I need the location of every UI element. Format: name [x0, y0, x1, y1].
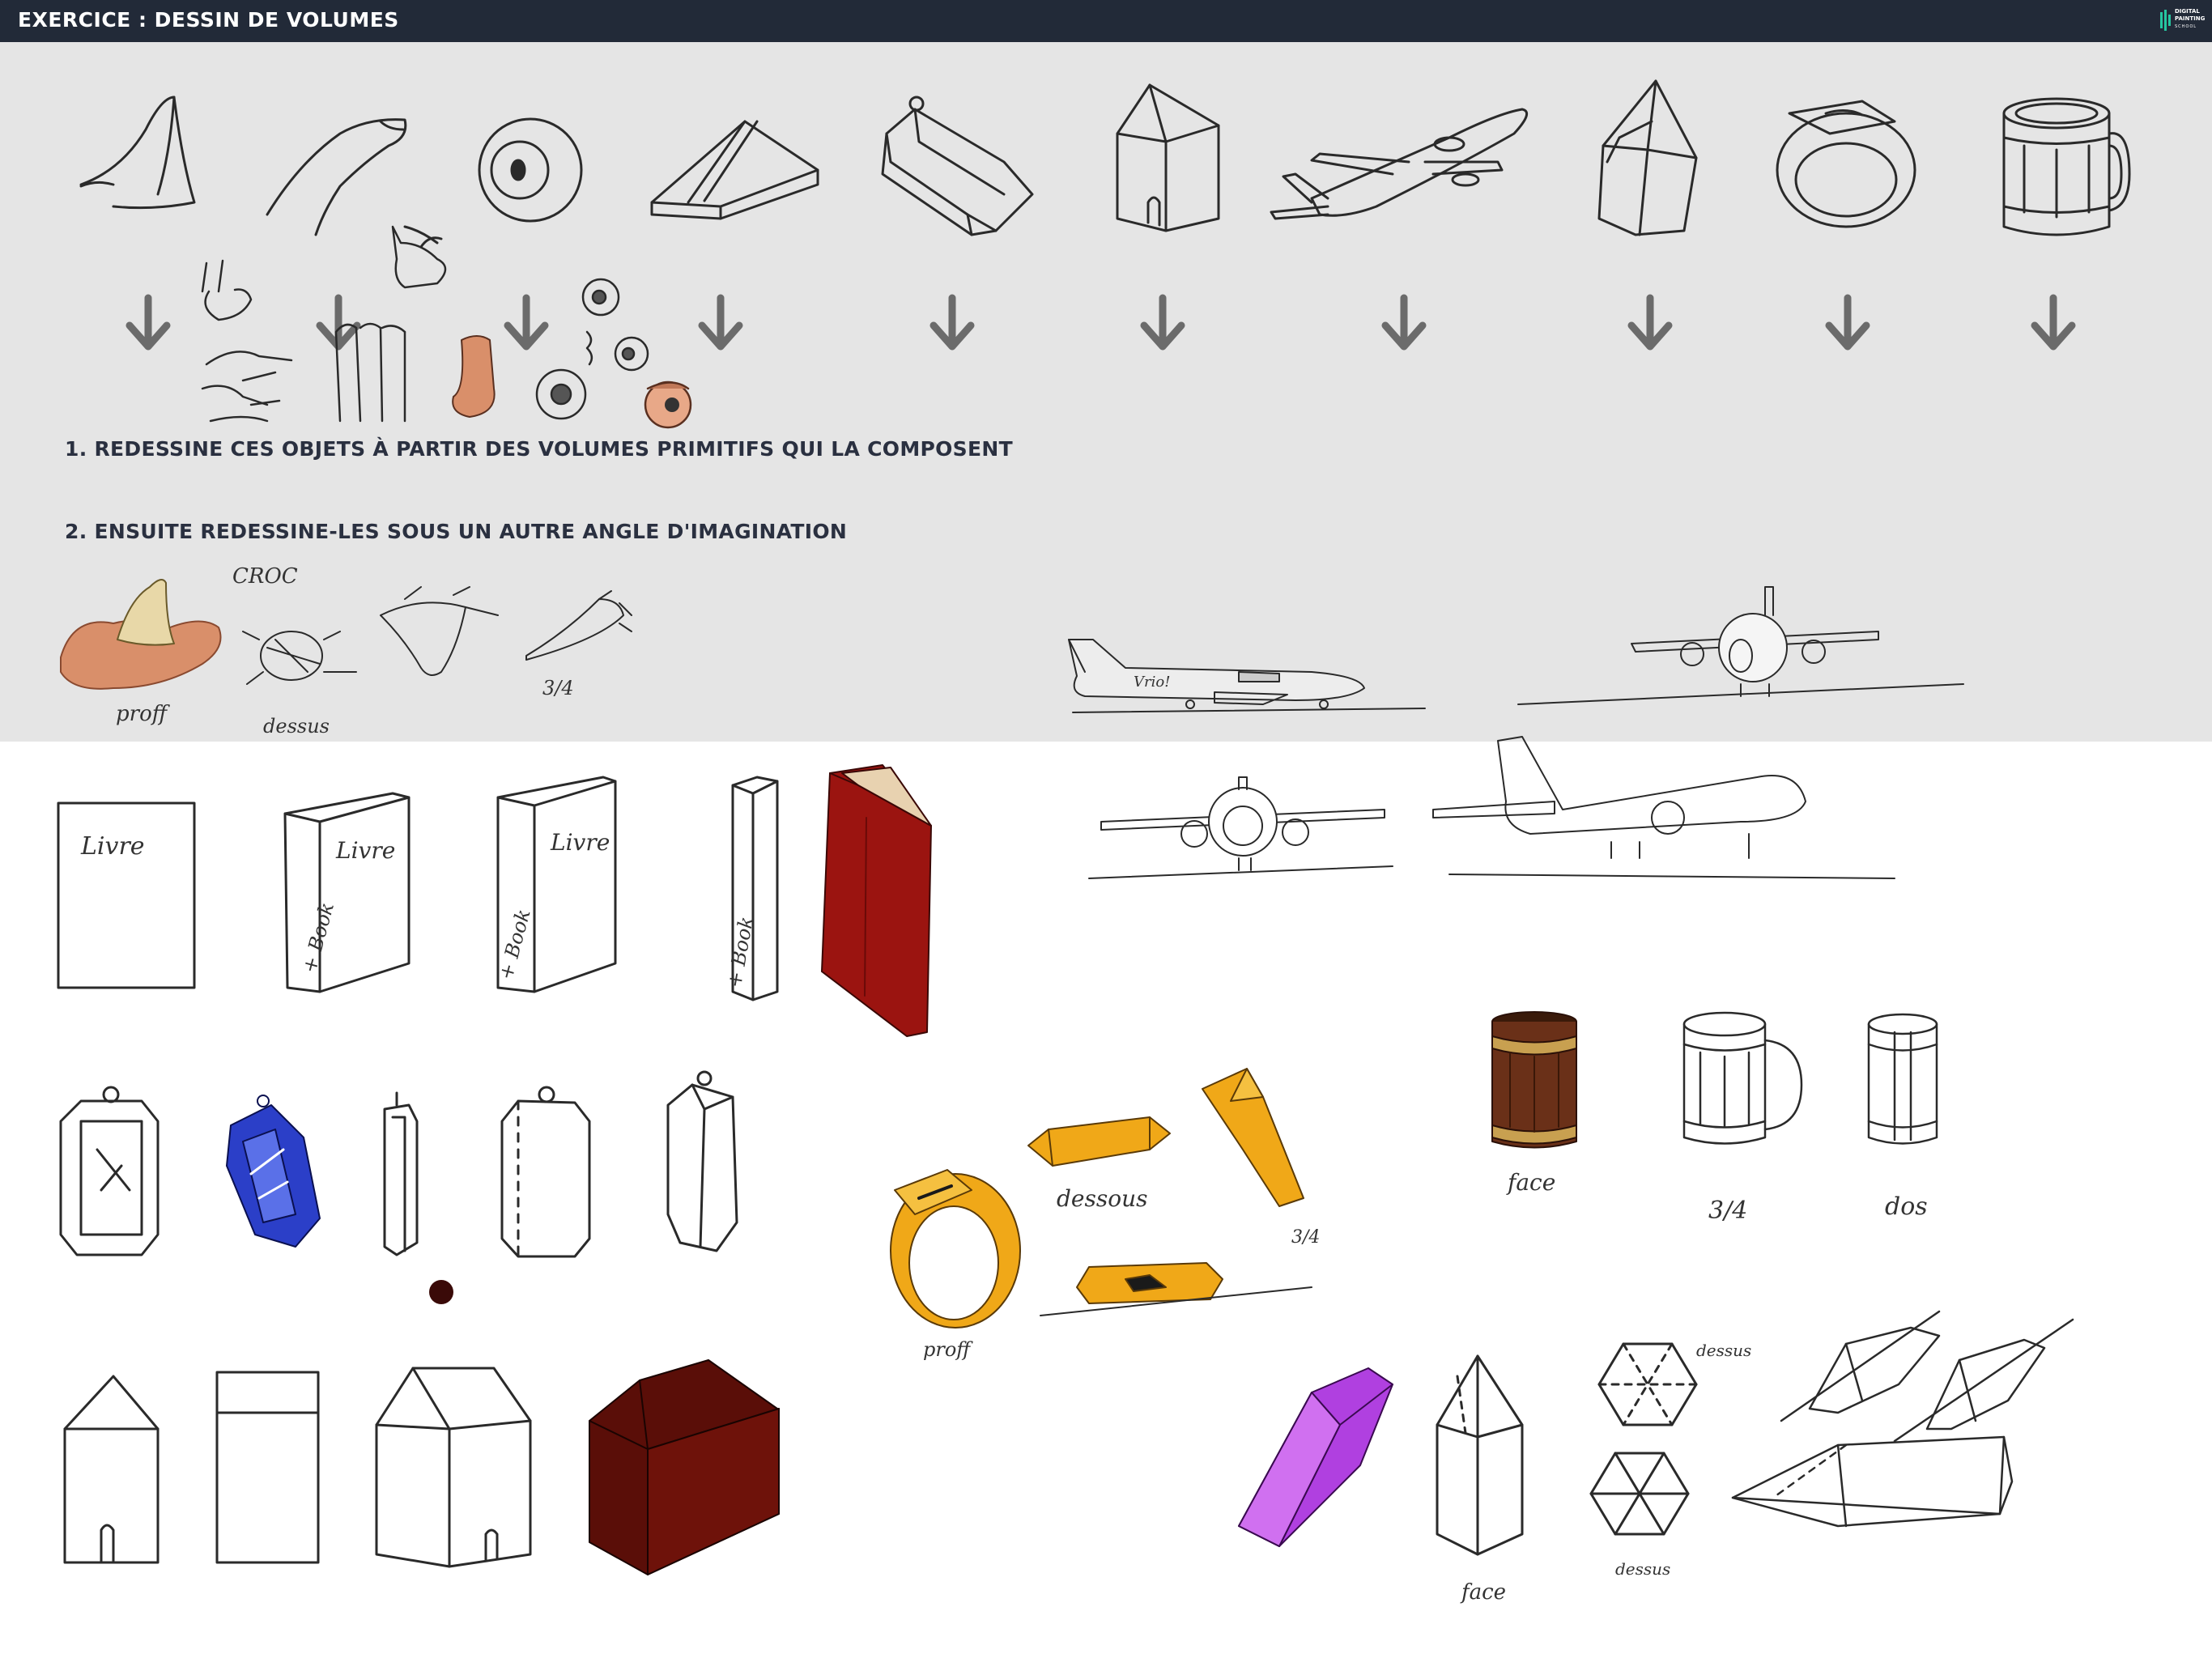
eye-reference-sketch — [478, 117, 583, 223]
label-croc: CROC — [232, 564, 298, 589]
airplane-front-sketch — [1517, 586, 1964, 705]
ring-top-color — [1040, 1262, 1312, 1316]
house-3-4-sketch — [375, 1367, 532, 1568]
label-dessus-crystal-2: dessus — [1615, 1559, 1670, 1579]
label-dessous: dessous — [1057, 1185, 1148, 1212]
brand-sub: SCHOOL — [2175, 24, 2197, 29]
brand-name: DIGITAL PAINTING — [2175, 8, 2205, 23]
label-face-crystal: face — [1460, 1580, 1506, 1605]
mug-reference-sketch — [2002, 97, 2131, 236]
label-book-2: + Book — [495, 907, 535, 982]
label-book-1: + Book — [298, 900, 338, 976]
ink-dot — [429, 1280, 453, 1304]
crystal-face-sketch — [1436, 1354, 1524, 1556]
house-front-sketch — [63, 1375, 160, 1564]
house-red-color — [589, 1359, 780, 1575]
label-proff-ring: proff — [923, 1338, 973, 1361]
fang-reference-sketch — [79, 96, 196, 210]
label-livre-3: Livre — [550, 829, 610, 856]
label-livre-1: Livre — [80, 832, 145, 861]
ring-bottom-color — [1027, 1116, 1171, 1167]
instruction-step-1: 1. REDESSINE CES OBJETS À PARTIR DES VOL… — [65, 437, 1013, 461]
book-flat-sketch — [57, 801, 196, 989]
crystal-reference-sketch — [1597, 79, 1698, 236]
label-dessus: dessus — [263, 715, 330, 738]
label-3-4-mug: 3/4 — [1708, 1197, 1747, 1225]
pendant-front-sketch — [59, 1086, 160, 1256]
label-dessus-crystal-1: dessus — [1696, 1341, 1751, 1360]
book-angle-sketch-1 — [283, 792, 410, 993]
fang-front-sketch — [380, 586, 499, 676]
house-side-sketch — [215, 1371, 320, 1564]
mug-face-color — [1491, 1011, 1577, 1149]
down-arrow-row — [125, 294, 2076, 351]
book-angle-sketch-2 — [496, 776, 617, 993]
hand-gesture-sketches — [201, 225, 447, 423]
fang-top-sketch — [242, 631, 357, 685]
label-proff: proff — [116, 702, 171, 726]
fang-3-4-sketch — [525, 590, 632, 661]
airplane-front-bottom-sketch — [1088, 776, 1393, 879]
eyeball-sketches — [535, 278, 692, 429]
airplane-reference-sketch — [1270, 108, 1529, 220]
label-livre-2: Livre — [335, 837, 395, 864]
crystal-top-sketch — [1597, 1342, 1698, 1426]
label-3-4: 3/4 — [542, 677, 574, 699]
mug-back-sketch — [1867, 1013, 1938, 1145]
book-reference-sketch — [650, 120, 819, 220]
brand-line2: PAINTING — [2175, 15, 2206, 22]
finger-color-study — [452, 335, 496, 418]
pendant-3-4-sketch — [500, 1086, 591, 1258]
fang-profile-color — [60, 579, 222, 690]
reference-panel — [0, 42, 2212, 742]
label-vroom: Vrio! — [1134, 674, 1170, 691]
instruction-step-2: 2. ENSUITE REDESSINE-LES SOUS UN AUTRE A… — [65, 520, 848, 543]
airplane-side-bottom-sketch — [1432, 736, 1895, 879]
crystal-perspective-sketches — [1731, 1310, 2074, 1528]
page-title: EXERCICE : DESSIN DE VOLUMES — [18, 8, 399, 32]
pendant-angle-sketch — [666, 1070, 738, 1252]
label-3-4-ring: 3/4 — [1291, 1227, 1320, 1248]
ring-profile-color — [890, 1169, 1021, 1329]
finger-reference-sketch — [266, 118, 443, 249]
house-reference-sketch — [1116, 83, 1220, 232]
title-bar: EXERCICE : DESSIN DE VOLUMES DIGITAL PAI… — [0, 0, 2212, 42]
brand-logo: DIGITAL PAINTING SCHOOL — [2160, 6, 2205, 36]
book-spine-sketch — [731, 776, 779, 1001]
brand-line1: DIGITAL — [2175, 8, 2200, 15]
crystal-bottom-sketch — [1589, 1452, 1690, 1536]
airplane-side-color — [1068, 639, 1426, 713]
pendant-reference-sketch — [881, 96, 1034, 236]
mug-3-4-sketch — [1682, 1011, 1803, 1145]
pendant-side-sketch — [383, 1091, 419, 1256]
label-dos: dos — [1885, 1192, 1928, 1221]
crystal-purple-color — [1238, 1367, 1393, 1547]
brand-logo-icon — [2160, 10, 2171, 31]
book-red-color — [821, 764, 932, 1037]
ring-3-4-color — [1202, 1068, 1304, 1207]
label-face-mug: face — [1506, 1169, 1555, 1196]
pendant-blue-color — [226, 1095, 321, 1248]
ring-reference-sketch — [1776, 100, 1916, 228]
